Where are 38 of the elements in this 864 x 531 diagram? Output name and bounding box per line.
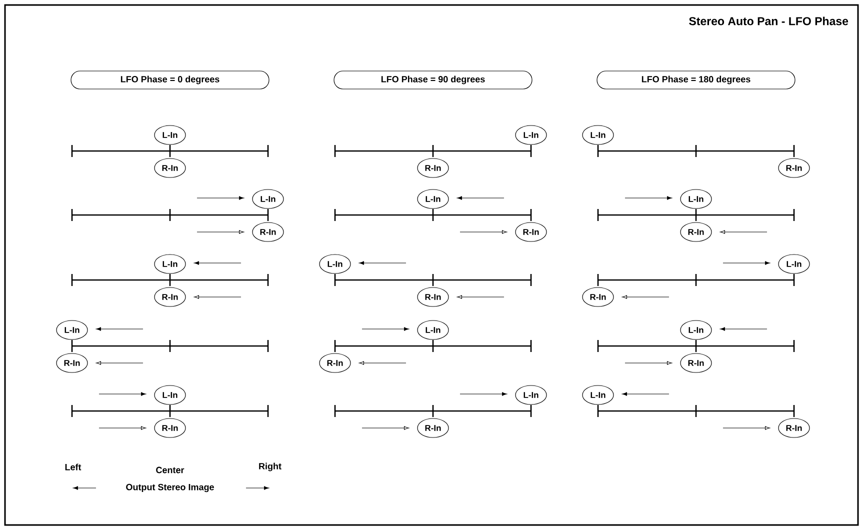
channel-oval: R-In xyxy=(319,353,351,373)
title: Stereo Auto Pan - LFO Phase xyxy=(689,16,848,26)
channel-oval: L-In xyxy=(252,189,284,209)
channel-oval: L-In xyxy=(154,385,186,405)
channel-oval: R-In xyxy=(778,418,810,438)
header-pill: LFO Phase = 180 degrees xyxy=(596,70,796,90)
channel-oval: R-In xyxy=(154,287,186,307)
channel-oval: L-In xyxy=(582,125,614,145)
channel-oval: R-In xyxy=(680,222,712,242)
channel-oval: R-In xyxy=(680,353,712,373)
channel-oval: L-In xyxy=(778,254,810,274)
channel-oval: L-In xyxy=(515,125,547,145)
channel-oval: L-In xyxy=(154,125,186,145)
channel-oval: R-In xyxy=(154,418,186,438)
channel-oval: L-In xyxy=(319,254,351,274)
channel-oval: R-In xyxy=(417,418,449,438)
channel-oval: R-In xyxy=(515,222,547,242)
channel-oval: R-In xyxy=(417,287,449,307)
channel-oval: L-In xyxy=(417,320,449,340)
channel-oval: L-In xyxy=(154,254,186,274)
channel-oval: L-In xyxy=(680,189,712,209)
channel-oval: L-In xyxy=(56,320,88,340)
channel-oval: L-In xyxy=(582,385,614,405)
channel-oval: R-In xyxy=(154,158,186,178)
channel-oval: R-In xyxy=(252,222,284,242)
channel-oval: R-In xyxy=(56,353,88,373)
channel-oval: L-In xyxy=(680,320,712,340)
channel-oval: R-In xyxy=(582,287,614,307)
axis-label: Left xyxy=(65,464,82,470)
header-pill: LFO Phase = 0 degrees xyxy=(70,70,270,90)
axis-label: Output Stereo Image xyxy=(126,484,214,492)
channel-oval: R-In xyxy=(778,158,810,178)
channel-oval: L-In xyxy=(417,189,449,209)
axis-label: Right xyxy=(259,462,282,472)
header-pill: LFO Phase = 90 degrees xyxy=(334,70,532,90)
channel-oval: L-In xyxy=(515,385,547,405)
axis-label: Center xyxy=(156,466,184,474)
channel-oval: R-In xyxy=(417,158,449,178)
